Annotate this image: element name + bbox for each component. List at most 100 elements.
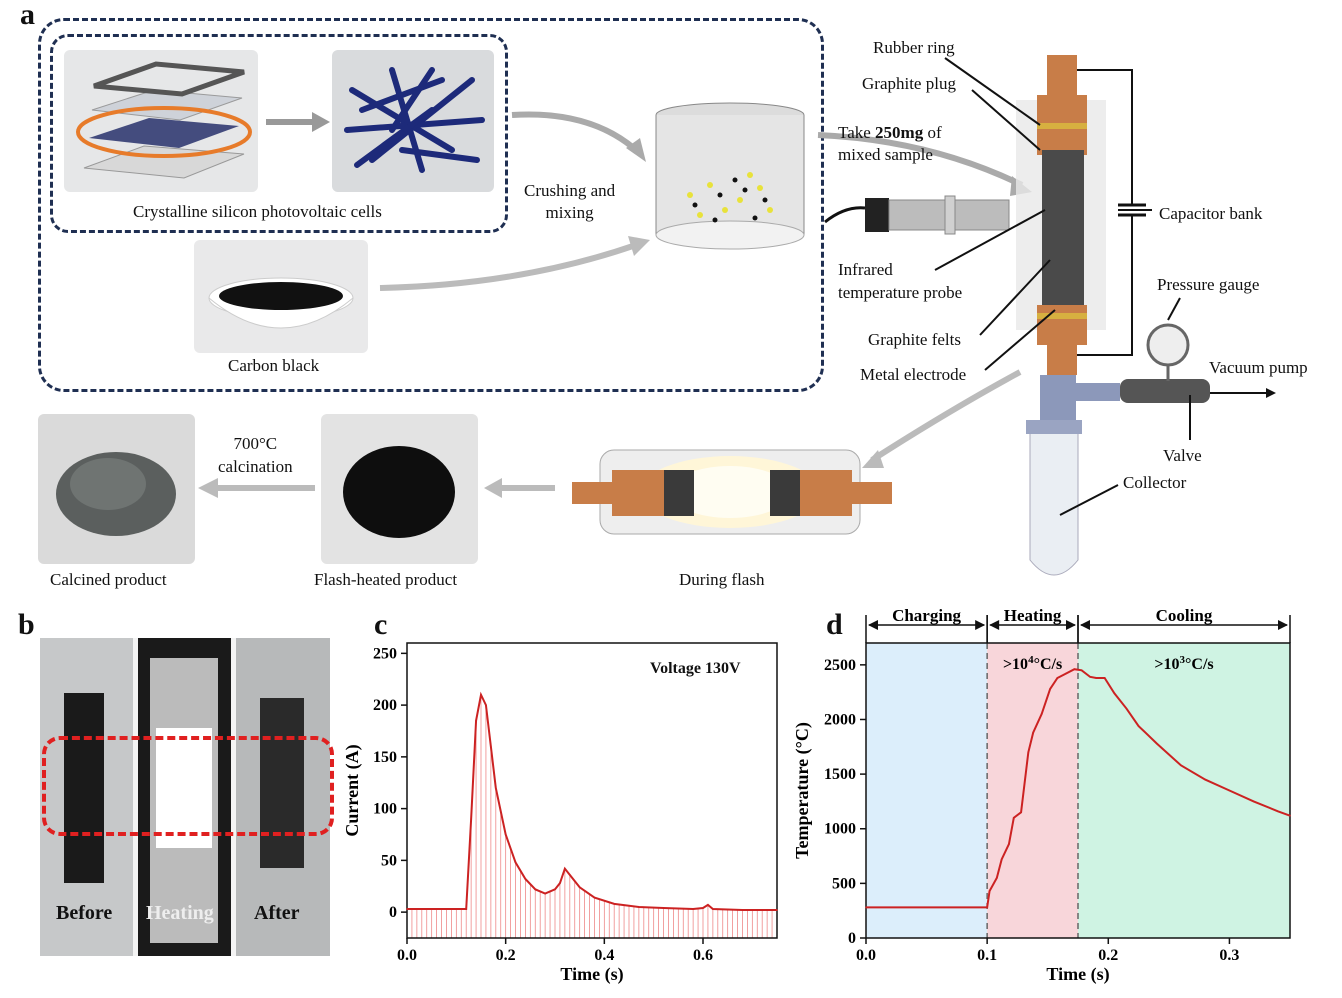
data-point xyxy=(1065,672,1067,675)
x-tick-label: 0.2 xyxy=(496,947,516,964)
highlight-dashed-box xyxy=(42,736,334,836)
panel-label-a: a xyxy=(20,0,35,31)
data-point xyxy=(1228,789,1231,792)
x-axis-label: Time (s) xyxy=(560,964,623,985)
pv-cells-label: Crystalline silicon photovoltaic cells xyxy=(133,202,382,221)
data-point xyxy=(564,867,566,870)
data-point xyxy=(569,874,571,876)
flash-reactor-image xyxy=(1010,55,1280,600)
y-axis-label: Temperature (°C) xyxy=(792,722,813,859)
crushing-label: Crushing and mixing xyxy=(524,180,615,224)
region-label: Heating xyxy=(1004,606,1062,625)
chart-c-annotation: Voltage 130V xyxy=(650,660,741,677)
heating-label: Heating xyxy=(146,902,214,924)
y-tick-label: 200 xyxy=(373,697,397,714)
data-point xyxy=(1049,688,1051,690)
data-point xyxy=(470,818,472,820)
data-point xyxy=(1204,778,1206,781)
vacuum-pump-label: Vacuum pump xyxy=(1209,358,1308,377)
x-tick-label: 0.6 xyxy=(693,947,713,964)
plot-frame xyxy=(406,642,778,939)
crushing-line2: mixing xyxy=(545,203,594,222)
panel-label-c: c xyxy=(374,608,388,641)
x-tick-label: 0.0 xyxy=(856,947,876,964)
data-point xyxy=(1008,843,1010,845)
data-point xyxy=(702,907,704,909)
data-point xyxy=(480,693,482,696)
calcined-product-label: Calcined product xyxy=(50,570,167,589)
data-point xyxy=(485,704,487,706)
outer-dashed-box xyxy=(38,18,824,392)
data-point xyxy=(986,906,988,909)
data-point xyxy=(1080,669,1083,672)
data-point xyxy=(578,886,581,889)
before-tube-photo xyxy=(40,638,133,956)
region-rate-label: >103°C/s xyxy=(1154,654,1213,673)
ir-probe-line1: Infrared xyxy=(838,260,893,279)
data-point xyxy=(504,833,507,836)
during-flash-image xyxy=(520,440,925,555)
x-tick-label: 0.4 xyxy=(594,947,614,964)
crucible-image xyxy=(650,100,810,265)
graphite-felts-label: Graphite felts xyxy=(868,330,961,349)
data-point xyxy=(406,908,408,910)
before-label: Before xyxy=(56,902,113,924)
region-heating xyxy=(987,643,1078,938)
data-point xyxy=(524,878,527,880)
data-point xyxy=(544,892,546,895)
rubber-ring-label: Rubber ring xyxy=(873,38,955,57)
y-tick-label: 500 xyxy=(832,875,856,892)
region-label: Charging xyxy=(892,606,961,625)
data-point xyxy=(1020,811,1022,814)
calcination-label: 700°C calcination xyxy=(218,432,293,478)
data-point xyxy=(1089,676,1091,678)
flash-heated-product-label: Flash-heated product xyxy=(314,570,458,589)
region-arrow-left xyxy=(1080,620,1090,630)
data-point xyxy=(1103,677,1106,679)
calcined-product-image xyxy=(38,414,195,564)
data-point xyxy=(996,877,998,879)
data-point xyxy=(514,861,517,864)
data-point xyxy=(776,909,778,911)
data-point xyxy=(1125,707,1128,710)
data-point xyxy=(1252,800,1255,803)
data-point xyxy=(554,888,556,891)
metal-electrode-label: Metal electrode xyxy=(860,365,967,384)
region-arrow-left xyxy=(989,620,1000,630)
data-point xyxy=(692,908,694,910)
y-tick-label: 0 xyxy=(389,904,397,921)
y-tick-label: 1500 xyxy=(824,766,856,783)
y-tick-label: 150 xyxy=(373,749,397,766)
take-sample-label: Take 250mg of mixed sample xyxy=(838,122,942,166)
data-point xyxy=(1095,677,1097,679)
ir-probe-image xyxy=(824,192,1015,247)
panel-label-d: d xyxy=(826,608,843,641)
data-point xyxy=(1073,668,1076,671)
data-point xyxy=(1137,725,1140,727)
carbon-black-label: Carbon black xyxy=(228,356,320,375)
y-tick-label: 2000 xyxy=(824,711,856,728)
data-point xyxy=(1056,677,1059,679)
y-tick-label: 100 xyxy=(373,801,397,818)
crushed-cells-image xyxy=(332,50,494,192)
region-arrow-right xyxy=(975,620,986,630)
collector-label: Collector xyxy=(1123,473,1187,492)
during-flash-label: During flash xyxy=(679,570,765,589)
data-point xyxy=(559,882,561,884)
data-point xyxy=(534,888,537,891)
region-rate-label: >104°C/s xyxy=(1003,654,1062,673)
take-sample-line1: Take 250mg of xyxy=(838,122,942,144)
y-tick-label: 1000 xyxy=(824,821,856,838)
data-point xyxy=(1155,742,1158,745)
region-arrow-left xyxy=(868,620,878,630)
data-point xyxy=(741,909,744,911)
y-tick-label: 2500 xyxy=(824,657,856,674)
y-tick-label: 0 xyxy=(848,930,856,947)
inner-dashed-box xyxy=(50,34,508,233)
y-tick-label: 250 xyxy=(373,645,397,662)
x-tick-label: 0.1 xyxy=(977,947,997,964)
region-arrow-right xyxy=(1066,620,1076,630)
capacitor-bank-label: Capacitor bank xyxy=(1159,204,1263,223)
